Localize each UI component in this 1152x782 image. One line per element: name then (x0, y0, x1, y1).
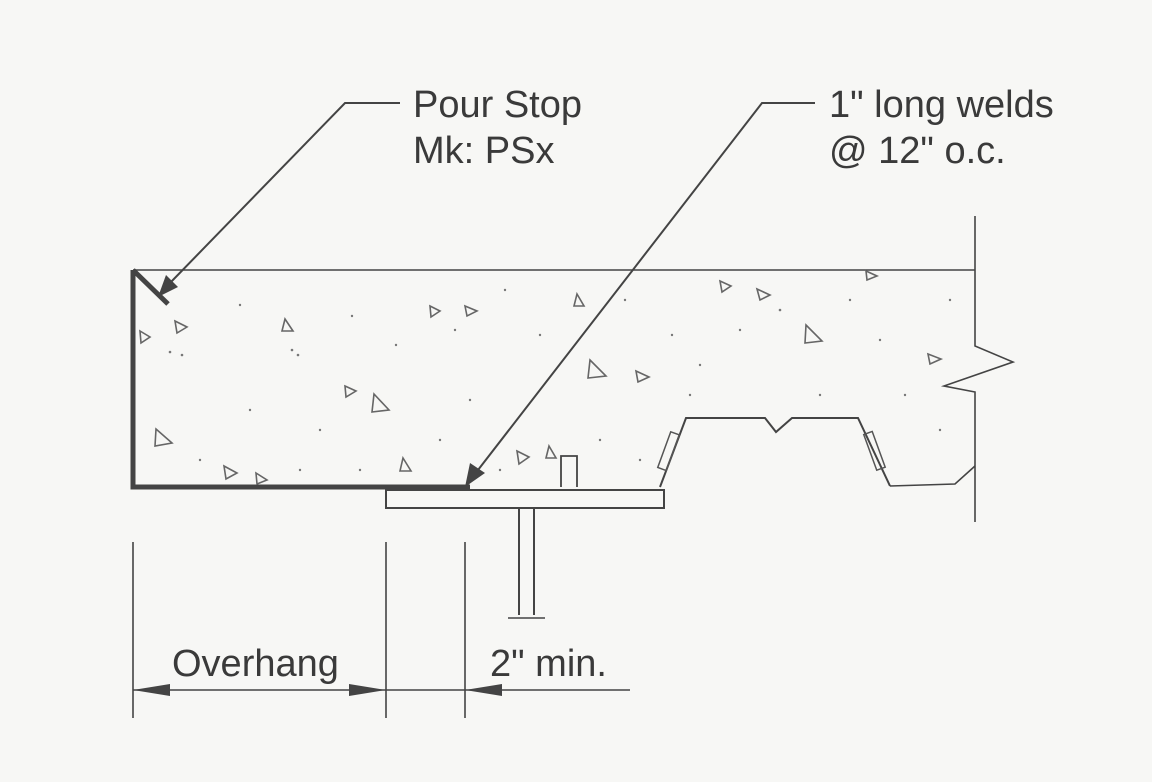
min-bearing-label: 2" min. (490, 643, 607, 685)
steel-beam (385, 455, 665, 619)
overhang-arrow-left (133, 684, 170, 696)
deck-lap-right (862, 430, 887, 472)
pour-stop-leader-line (169, 102, 400, 284)
beam-top-flange (385, 489, 665, 509)
pour-stop-lip (131, 268, 170, 306)
deck-lap-left (656, 430, 681, 472)
deck-profile-line (659, 417, 891, 488)
concrete-slab (133, 216, 1016, 522)
pour-stop-arrowhead (158, 275, 178, 297)
welds-arrowhead (465, 463, 485, 487)
pour-stop-label: Pour Stop (413, 84, 582, 126)
metal-deck (656, 417, 891, 488)
welds-leader (465, 102, 815, 487)
concrete-aggregate (139, 269, 944, 486)
concrete-speckle (168, 288, 952, 472)
slab-break-line (940, 216, 1016, 522)
bearing-arrow (465, 684, 502, 696)
overhang-arrow-right (349, 684, 386, 696)
welds-label: 1" long welds (829, 84, 1054, 126)
welds-spacing-label: @ 12" o.c. (829, 130, 1006, 172)
overhang-label: Overhang (172, 643, 339, 685)
welds-leader-line (477, 102, 815, 471)
dimensions (132, 542, 630, 718)
shear-stud (560, 455, 578, 487)
pour-stop-angle (130, 270, 470, 490)
slab-right-bottom (889, 465, 976, 487)
pour-stop-leader (158, 102, 400, 297)
pour-stop-mark-label: Mk: PSx (413, 130, 554, 172)
pour-stop-plate (130, 268, 470, 490)
